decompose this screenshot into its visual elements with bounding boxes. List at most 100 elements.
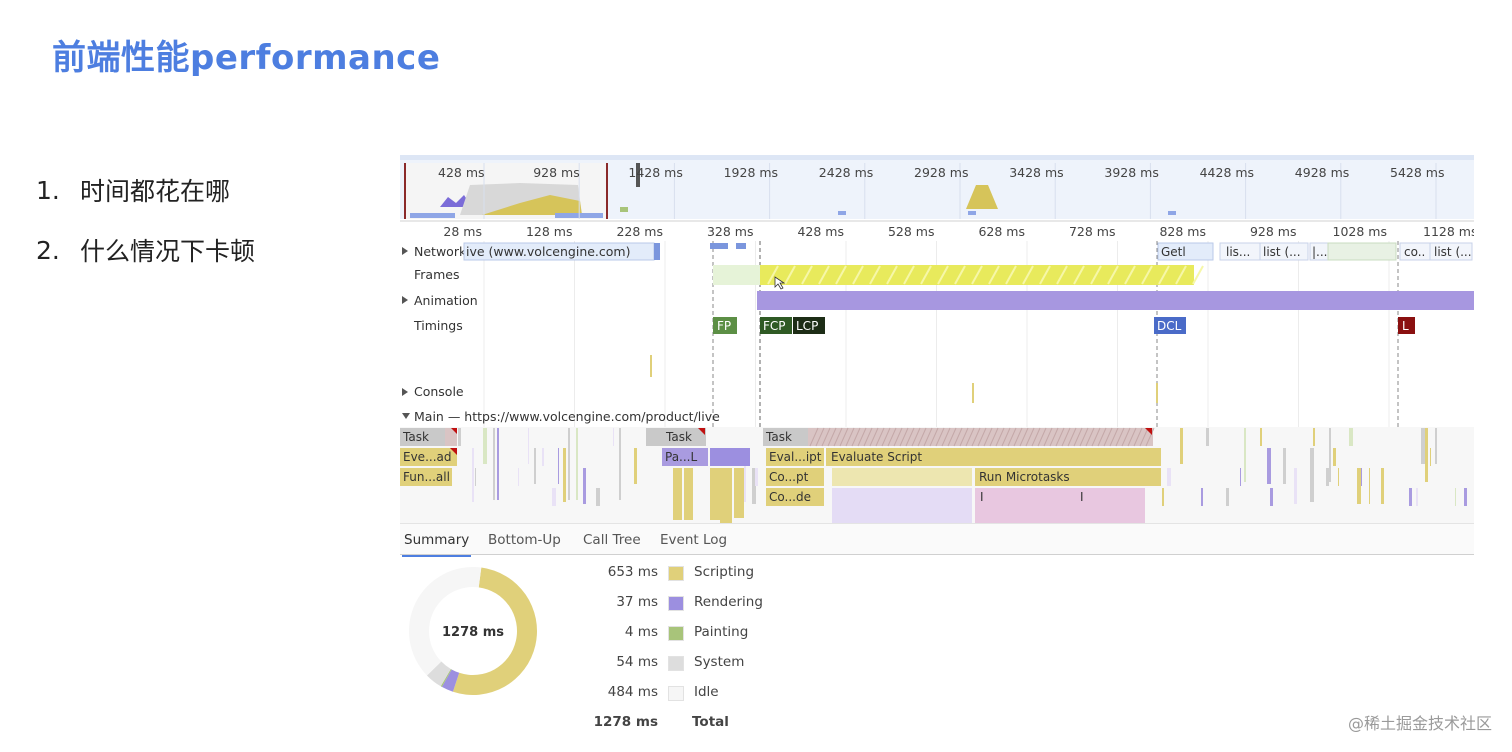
bullet-list: 1. 时间都花在哪 2. 什么情况下卡顿 [36, 160, 255, 280]
ruler-tick-label: 528 ms [888, 224, 935, 239]
frame-hatch-line [1175, 265, 1187, 285]
network-track-label[interactable]: Network [414, 244, 467, 259]
long-task-hatch-line [833, 427, 843, 447]
minor-slice [1357, 468, 1361, 504]
tab-call-tree[interactable]: Call Tree [583, 532, 641, 548]
overview-right-handle[interactable] [606, 163, 608, 219]
lcp-timing-label: LCP [796, 319, 818, 333]
dcl-timing-label: DCL [1157, 319, 1182, 333]
task-slice[interactable] [400, 428, 445, 446]
frame-hatch-line [1192, 265, 1204, 285]
long-task-hatch-line [1133, 427, 1143, 447]
animation-track-label[interactable]: Animation [414, 293, 478, 308]
evaluate-script-slice[interactable] [826, 448, 1161, 466]
evaluate-script-short-label: Eval...ipt [769, 450, 822, 464]
long-task-hatch-line [875, 427, 885, 447]
fcp-timing-label: FCP [763, 319, 786, 333]
overview-scripting-area [482, 195, 582, 215]
long-task-hatch-line [857, 427, 867, 447]
network-request-bar[interactable] [1429, 242, 1473, 261]
function-call-slice[interactable] [400, 468, 452, 486]
frame-hatch-line [1158, 265, 1170, 285]
fp-timing-marker[interactable] [713, 317, 737, 334]
frame-hatch-marks [767, 265, 1204, 285]
minor-slice [1329, 428, 1331, 482]
network-request-label: Getl [1161, 245, 1186, 259]
frame-bar[interactable] [713, 265, 760, 285]
task-slice[interactable] [646, 428, 706, 446]
overview-left-handle[interactable] [404, 163, 406, 219]
lcp-timing-marker[interactable] [793, 317, 825, 334]
activity-blip [650, 355, 652, 377]
parse-html-slice[interactable] [662, 448, 708, 466]
minor-slice [1425, 428, 1428, 482]
network-request-bar[interactable] [1327, 242, 1397, 261]
parse-html-label: Pa...L [665, 450, 697, 464]
donut-segment-rendering[interactable] [441, 669, 460, 692]
main-collapse-icon[interactable] [402, 413, 410, 419]
console-track-label[interactable]: Console [414, 384, 464, 399]
legend-value: 1278 ms [593, 714, 658, 730]
animation-bar[interactable] [757, 291, 1474, 310]
minor-slice [1310, 448, 1314, 502]
long-task-hatch-line [971, 427, 981, 447]
tab-bottom-up[interactable]: Bottom-Up [488, 532, 561, 548]
compile-code-slice[interactable] [766, 488, 824, 506]
task-label: Task [402, 430, 429, 444]
console-expand-icon[interactable] [402, 388, 408, 396]
donut-segment-painting[interactable] [440, 669, 452, 687]
long-task-hatch-line [1061, 427, 1071, 447]
network-expand-icon[interactable] [402, 247, 408, 255]
long-task-hatch-line [1043, 427, 1053, 447]
ruler-tick-label: 128 ms [526, 224, 573, 239]
long-task-hatch-line [1103, 427, 1113, 447]
main-track-label[interactable]: Main — https://www.volcengine.com/produc… [414, 409, 720, 424]
minor-slice [752, 468, 756, 504]
compile-code-label: Co...de [769, 490, 811, 504]
dcl-timing-marker[interactable] [1154, 317, 1186, 334]
legend-value: 37 ms [616, 594, 658, 610]
event-slice[interactable] [400, 448, 457, 466]
legend-label: System [694, 654, 745, 670]
fcp-timing-marker[interactable] [760, 317, 792, 334]
long-task-hatch-line [893, 427, 903, 447]
task-slice[interactable] [763, 428, 808, 446]
animation-expand-icon[interactable] [402, 296, 408, 304]
legend-swatch [668, 596, 684, 611]
frame-hatch-line [1056, 265, 1068, 285]
event-label: Eve...ad [403, 450, 451, 464]
overview-tick-label: 428 ms [438, 165, 485, 180]
mouse-cursor-icon [774, 276, 786, 290]
donut-segment-idle[interactable] [409, 567, 482, 676]
minor-slice [1201, 488, 1203, 506]
fp-timing-label: FP [717, 319, 731, 333]
tab-summary[interactable]: Summary [401, 532, 472, 557]
compile-script-slice[interactable] [766, 468, 824, 486]
overview-network-bar [410, 213, 455, 218]
minor-slice [1270, 488, 1273, 506]
overview-scroll-grip[interactable] [636, 163, 640, 187]
long-task-hatch-line [1091, 427, 1101, 447]
minor-slice [1349, 428, 1353, 446]
long-task-hatch-line [1031, 427, 1041, 447]
frame-hatch-line [1124, 265, 1136, 285]
minor-slice [1226, 488, 1229, 506]
minor-slice [563, 448, 566, 502]
ruler-tick-label: 1128 ms [1423, 224, 1474, 239]
load-timing-marker[interactable] [1398, 317, 1415, 334]
tab-event-log[interactable]: Event Log [660, 532, 728, 548]
minor-slice [734, 468, 744, 518]
bottom-tab-bar: Summary Bottom-Up Call Tree Event Log [400, 523, 1474, 557]
network-request-bar[interactable] [1259, 242, 1309, 261]
donut-segment-system[interactable] [426, 661, 451, 687]
evaluate-script-slice[interactable] [766, 448, 824, 466]
run-microtasks-slice[interactable] [975, 468, 1161, 486]
run-microtasks-label: Run Microtasks [979, 470, 1070, 484]
long-task-hatch-line [845, 427, 855, 447]
donut-segment-scripting[interactable] [452, 567, 537, 695]
network-request-bar[interactable] [1157, 242, 1214, 261]
long-task-hatch-line [1145, 427, 1155, 447]
